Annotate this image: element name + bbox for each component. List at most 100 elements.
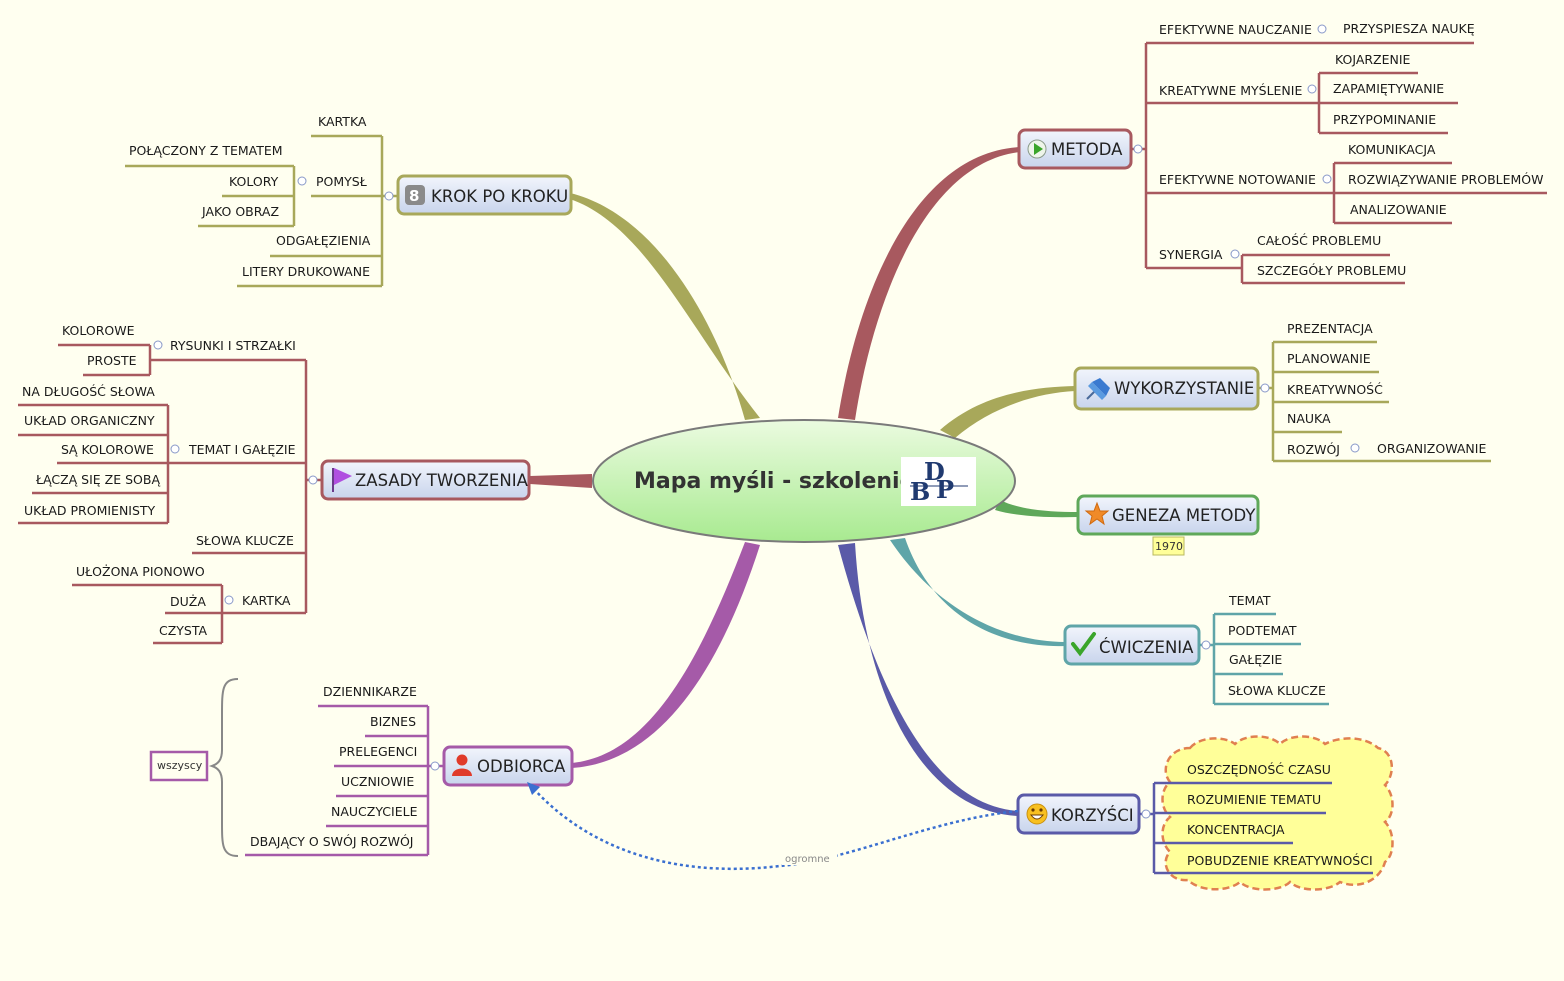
wykorzystanie-item-prezentacja[interactable]: PREZENTACJA <box>1287 321 1373 336</box>
topic-krok-po-kroku[interactable]: 8 KROK PO KROKU <box>396 174 573 216</box>
smiley-icon <box>1026 803 1048 825</box>
notowanie-child-komunikacja[interactable]: KOMUNIKACJA <box>1348 142 1436 157</box>
svg-text:D: D <box>924 457 945 486</box>
branch-cwiczenia <box>890 538 1065 647</box>
odbiorca-item-dbajacy[interactable]: DBAJĄCY O SWÓJ ROZWÓJ <box>250 834 413 849</box>
nauczanie-child-przyspiesza[interactable]: PRZYSPIESZA NAUKĘ <box>1343 21 1475 36</box>
temat-child-dlugosc[interactable]: NA DŁUGOŚĆ SŁOWA <box>22 384 155 399</box>
svg-text:METODA: METODA <box>1051 140 1123 159</box>
person-icon <box>452 754 472 776</box>
rozwoj-child-organizowanie[interactable]: ORGANIZOWANIE <box>1377 441 1486 456</box>
wykorzystanie-item-planowanie[interactable]: PLANOWANIE <box>1287 351 1371 366</box>
topic-wykorzystanie[interactable]: WYKORZYSTANIE <box>1073 366 1260 411</box>
wykorzystanie-item-nauka[interactable]: NAUKA <box>1287 411 1331 426</box>
krok-item-litery[interactable]: LITERY DRUKOWANE <box>242 264 370 279</box>
svg-text:ĆWICZENIA: ĆWICZENIA <box>1099 638 1194 657</box>
svg-text:B: B <box>910 477 930 506</box>
orange-star-icon <box>1084 501 1110 526</box>
svg-text:wszyscy: wszyscy <box>157 759 203 772</box>
odbiorca-item-uczniowie[interactable]: UCZNIOWIE <box>341 774 414 789</box>
cwiczenia-item-temat[interactable]: TEMAT <box>1228 593 1271 608</box>
metoda-item-synergia[interactable]: SYNERGIA <box>1159 247 1223 262</box>
zasady-item-temat[interactable]: TEMAT I GAŁĘZIE <box>188 442 296 457</box>
odbiorca-item-prelegenci[interactable]: PRELEGENCI <box>339 744 417 759</box>
relationship-label: ogromne <box>785 854 830 865</box>
krok-item-pomysl[interactable]: POMYSŁ <box>316 174 367 189</box>
summary-wszyscy[interactable]: wszyscy <box>149 750 209 782</box>
svg-text:1970: 1970 <box>1155 540 1183 553</box>
svg-text:P: P <box>936 475 954 504</box>
svg-text:8: 8 <box>409 187 419 205</box>
kartka-child-czysta[interactable]: CZYSTA <box>159 623 208 638</box>
branch-odbiorca <box>572 542 760 768</box>
relationship-line[interactable] <box>532 787 1019 871</box>
rysunki-child-kolorowe[interactable]: KOLOROWE <box>62 323 135 338</box>
cwiczenia-item-podtemat[interactable]: PODTEMAT <box>1228 623 1297 638</box>
pomysl-child-kolory[interactable]: KOLORY <box>229 174 279 189</box>
notowanie-child-analizowanie[interactable]: ANALIZOWANIE <box>1350 202 1447 217</box>
svg-text:ODBIORCA: ODBIORCA <box>477 757 566 776</box>
odbiorca-item-nauczyciele[interactable]: NAUCZYCIELE <box>331 804 418 819</box>
korzysci-item-rozumienie[interactable]: ROZUMIENIE TEMATU <box>1187 792 1321 807</box>
branch-metoda <box>838 147 1020 420</box>
green-play-icon <box>1027 139 1047 159</box>
odbiorca-item-biznes[interactable]: BIZNES <box>370 714 416 729</box>
topic-cwiczenia[interactable]: ĆWICZENIA <box>1063 624 1201 666</box>
relationship-arrowhead <box>527 782 540 795</box>
green-checkmark-icon <box>1071 632 1096 657</box>
dbp-logo: D B P <box>901 457 976 506</box>
svg-text:KORZYŚCI: KORZYŚCI <box>1051 806 1134 825</box>
pushpin-icon <box>1086 378 1110 400</box>
rysunki-child-proste[interactable]: PROSTE <box>87 353 137 368</box>
kartka-child-pionowo[interactable]: UŁOŻONA PIONOWO <box>76 564 205 579</box>
topic-zasady-tworzenia[interactable]: ZASADY TWORZENIA <box>320 459 531 501</box>
kartka-child-duza[interactable]: DUŻA <box>170 594 206 609</box>
cwiczenia-item-slowa[interactable]: SŁOWA KLUCZE <box>1228 683 1326 698</box>
korzysci-item-kreatywnosc[interactable]: POBUDZENIE KREATYWNOŚCI <box>1187 853 1373 868</box>
branch-korzysci <box>838 543 1018 816</box>
krok-item-kartka[interactable]: KARTKA <box>318 114 367 129</box>
central-title: Mapa myśli - szkolenie <box>634 469 915 494</box>
zasady-item-rysunki[interactable]: RYSUNKI I STRZAŁKI <box>170 338 296 353</box>
topic-korzysci[interactable]: KORZYŚCI <box>1016 793 1141 835</box>
krok-item-odgalezienia[interactable]: ODGAŁĘZIENIA <box>276 233 371 248</box>
topic-geneza-metody[interactable]: GENEZA METODY <box>1076 494 1260 536</box>
zasady-item-kartka[interactable]: KARTKA <box>242 593 291 608</box>
branch-wykorzystanie <box>940 386 1075 438</box>
topic-metoda[interactable]: METODA <box>1017 128 1133 170</box>
korzysci-item-czas[interactable]: OSZCZĘDNOŚĆ CZASU <box>1187 762 1331 777</box>
number-8-icon: 8 <box>405 185 425 205</box>
svg-text:ZASADY TWORZENIA: ZASADY TWORZENIA <box>355 471 529 490</box>
metoda-item-notowanie[interactable]: EFEKTYWNE NOTOWANIE <box>1159 172 1316 187</box>
pomysl-child-polaczony[interactable]: POŁĄCZONY Z TEMATEM <box>129 143 283 158</box>
korzysci-item-koncentracja[interactable]: KONCENTRACJA <box>1187 822 1285 837</box>
zasady-item-slowa[interactable]: SŁOWA KLUCZE <box>196 533 294 548</box>
myslenie-child-zapamietywanie[interactable]: ZAPAMIĘTYWANIE <box>1333 81 1444 96</box>
svg-text:KROK PO KROKU: KROK PO KROKU <box>431 187 568 206</box>
temat-child-kolorowe[interactable]: SĄ KOLOROWE <box>61 442 154 457</box>
wykorzystanie-item-kreatywnosc[interactable]: KREATYWNOŚĆ <box>1287 382 1383 397</box>
temat-child-promienisty[interactable]: UKŁAD PROMIENISTY <box>24 503 156 518</box>
wykorzystanie-item-rozwoj[interactable]: ROZWÓJ <box>1287 442 1340 457</box>
synergia-child-szczegoly[interactable]: SZCZEGÓŁY PROBLEMU <box>1257 263 1406 278</box>
topic-odbiorca[interactable]: ODBIORCA <box>442 745 574 787</box>
notowanie-child-rozwiazywanie[interactable]: ROZWIĄZYWANIE PROBLEMÓW <box>1348 172 1544 187</box>
synergia-child-calosc[interactable]: CAŁOŚĆ PROBLEMU <box>1257 233 1381 248</box>
myslenie-child-kojarzenie[interactable]: KOJARZENIE <box>1335 52 1411 67</box>
branch-zasady <box>530 474 592 488</box>
purple-flag-icon <box>332 468 352 492</box>
svg-text:GENEZA METODY: GENEZA METODY <box>1112 506 1256 525</box>
temat-child-lacza[interactable]: ŁĄCZĄ SIĘ ZE SOBĄ <box>35 472 160 487</box>
odbiorca-item-dziennikarze[interactable]: DZIENNIKARZE <box>323 684 417 699</box>
cwiczenia-item-galezie[interactable]: GAŁĘZIE <box>1229 652 1282 667</box>
myslenie-child-przypominanie[interactable]: PRZYPOMINANIE <box>1333 112 1436 127</box>
central-topic[interactable]: Mapa myśli - szkolenie D B P <box>592 419 1016 543</box>
temat-child-organiczny[interactable]: UKŁAD ORGANICZNY <box>24 413 155 428</box>
geneza-note-1970[interactable]: 1970 <box>1152 536 1185 556</box>
metoda-item-myslenie[interactable]: KREATYWNE MYŚLENIE <box>1159 83 1302 98</box>
metoda-item-nauczanie[interactable]: EFEKTYWNE NAUCZANIE <box>1159 22 1312 37</box>
pomysl-child-obraz[interactable]: JAKO OBRAZ <box>201 204 279 219</box>
branch-krok <box>570 193 760 420</box>
summary-brace <box>208 678 239 857</box>
